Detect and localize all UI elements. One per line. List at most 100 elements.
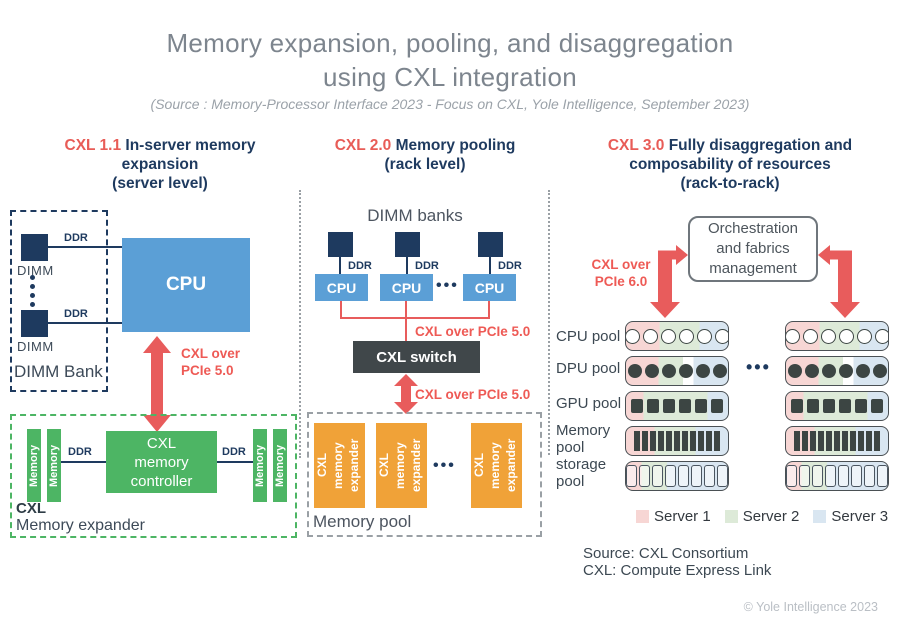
dimm-label: DIMM (17, 339, 54, 354)
slot-icon (717, 465, 728, 487)
section2-heading: CXL 2.0 Memory pooling (rack level) (300, 136, 550, 174)
bar-icon (682, 431, 688, 451)
legend-label: Server 3 (831, 508, 889, 525)
cxl-over-pcie5-label: CXL over PCIe 5.0 (415, 387, 531, 402)
legend-label: Server 2 (742, 508, 800, 525)
cxl-bus-line (340, 301, 342, 319)
cpu-pool-row (625, 321, 729, 351)
bar-icon (818, 431, 824, 451)
cxl-over-pcie6-label: CXL over PCIe 6.0 (591, 257, 651, 289)
cxl-over-pcie5-label: CXL over PCIe 5.0 (181, 346, 241, 378)
square-icon (855, 399, 867, 413)
slot-icon (864, 465, 875, 487)
cxl-switch-box: CXL switch (353, 341, 480, 373)
circle-outline-icon (626, 328, 640, 344)
storage-pool-row (785, 461, 889, 491)
circle-outline-icon (642, 328, 658, 344)
cxl-label: CXL (16, 500, 46, 517)
slot-icon (652, 465, 663, 487)
cxl-memory-expander-box: CXL memory expander (376, 423, 427, 508)
dpu-pool-label: DPU pool (556, 360, 621, 377)
circle-filled-icon (872, 364, 887, 378)
memory-bar: Memory (27, 429, 41, 502)
ddr-link-line (61, 461, 106, 463)
cpu-box: CPU (463, 274, 516, 301)
circle-filled-icon (804, 364, 819, 378)
bar-icon (698, 431, 704, 451)
cxl-memory-expander-box: CXL memory expander (314, 423, 365, 508)
bar-icon (674, 431, 680, 451)
separator-left (299, 190, 301, 458)
slot-icon (665, 465, 676, 487)
dimm-label: DIMM (17, 263, 54, 278)
slot-icon (851, 465, 862, 487)
page-title: Memory expansion, pooling, and disaggreg… (166, 28, 734, 92)
bar-icon (802, 431, 808, 451)
dimm-chip-icon (21, 310, 48, 337)
storage-pool-row (625, 461, 729, 491)
server2-swatch-icon (724, 510, 738, 523)
separator-right (548, 190, 550, 455)
slot-icon (639, 465, 650, 487)
cxl20-tag: CXL 2.0 (334, 137, 392, 154)
slot-icon (838, 465, 849, 487)
server-rack (785, 321, 889, 491)
bar-icon (842, 431, 848, 451)
slot-icon (786, 465, 797, 487)
bar-icon (874, 431, 880, 451)
ddr-link-line (489, 257, 491, 274)
memory-pool-row (785, 426, 889, 456)
legend-item: Server 1 (636, 508, 711, 525)
bar-icon (834, 431, 840, 451)
circle-filled-icon (787, 364, 802, 378)
ellipsis-dots: ••• (436, 277, 459, 294)
ddr-label: DDR (348, 260, 372, 272)
bar-icon (666, 431, 672, 451)
bar-icon (794, 431, 800, 451)
memory-bar: Memory (47, 429, 61, 502)
cpu-box: CPU (122, 238, 250, 332)
slot-icon (678, 465, 689, 487)
cxl30-tag: CXL 3.0 (607, 137, 665, 154)
gpu-pool-row (625, 391, 729, 421)
slot-icon (799, 465, 810, 487)
bar-icon (650, 431, 656, 451)
page-subtitle: (Source : Memory-Processor Interface 202… (150, 96, 750, 112)
square-icon (663, 399, 675, 413)
cxl11-heading-text: In-server memory expansion (server level… (112, 137, 256, 192)
square-icon (631, 399, 643, 413)
bar-icon (826, 431, 832, 451)
gpu-pool-label: GPU pool (556, 395, 622, 412)
source-line: Source: CXL Consortium (583, 545, 749, 562)
circle-filled-icon (838, 364, 853, 378)
memory-pool-box (307, 412, 542, 537)
ddr-label: DDR (64, 232, 88, 244)
dimm-chip-icon (328, 232, 353, 257)
square-icon (823, 399, 835, 413)
gpu-pool-row (785, 391, 889, 421)
memory-pool-row (625, 426, 729, 456)
dimm-bank-label: DIMM Bank (14, 362, 103, 381)
circle-outline-icon (786, 328, 800, 344)
cxl-memory-expander-box: CXL memory expander (471, 423, 522, 508)
memory-pool-label: Memory pool (313, 512, 412, 531)
cxl-over-pcie5-label: CXL over PCIe 5.0 (415, 324, 531, 339)
square-icon (679, 399, 691, 413)
legend-label: Server 1 (654, 508, 711, 525)
slot-icon (825, 465, 836, 487)
ellipsis-dots: ••• (433, 457, 456, 474)
square-icon (791, 399, 803, 413)
slot-icon (812, 465, 823, 487)
circle-filled-icon (821, 364, 836, 378)
elbow-arrow-icon (650, 245, 688, 318)
bar-icon (850, 431, 856, 451)
bar-icon (810, 431, 816, 451)
square-icon (695, 399, 707, 413)
dimm-bank-box (10, 210, 108, 392)
bar-icon (714, 431, 720, 451)
cxl-double-arrow-icon (394, 374, 418, 414)
ddr-link-line (217, 461, 253, 463)
dimm-banks-label: DIMM banks (367, 206, 463, 225)
ddr-label: DDR (222, 446, 246, 458)
